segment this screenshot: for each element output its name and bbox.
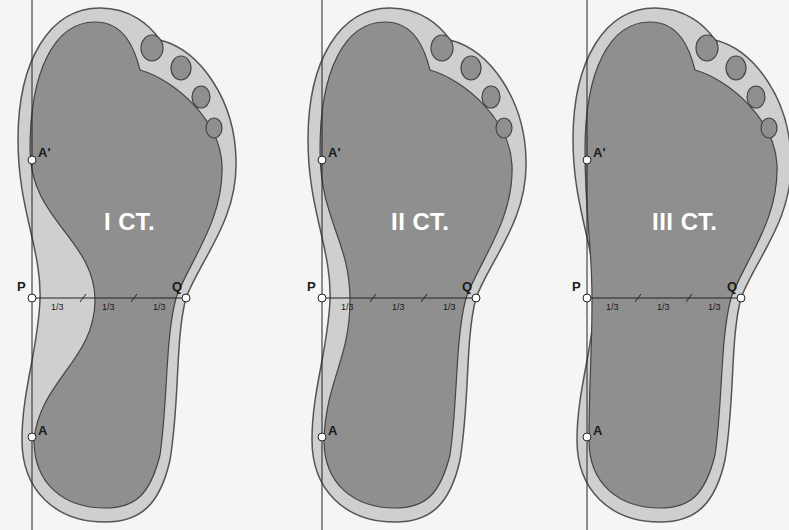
point-label: A: [593, 424, 602, 437]
point-label: A': [328, 146, 340, 159]
fraction-label: 1/3: [341, 303, 354, 312]
point-label: P: [17, 280, 26, 293]
point-label: A': [38, 146, 50, 159]
degree-label: III СТ.: [652, 208, 718, 236]
point-label: P: [572, 280, 581, 293]
degree-label: I СТ.: [104, 208, 155, 236]
point-label: Q: [172, 280, 182, 293]
fraction-label: 1/3: [708, 303, 721, 312]
fraction-label: 1/3: [153, 303, 166, 312]
point-label: P: [307, 280, 316, 293]
point-label: Q: [727, 280, 737, 293]
fraction-label: 1/3: [392, 303, 405, 312]
point-label: A': [593, 146, 605, 159]
point-label: A: [38, 424, 47, 437]
footprint-degree: I СТ.: [100, 206, 159, 238]
degree-label: II СТ.: [391, 208, 449, 236]
fraction-label: 1/3: [657, 303, 670, 312]
point-label: Q: [462, 280, 472, 293]
footprint-degree: III СТ.: [648, 206, 722, 238]
point-label: A: [328, 424, 337, 437]
fraction-label: 1/3: [51, 303, 64, 312]
fraction-label: 1/3: [102, 303, 115, 312]
fraction-label: 1/3: [606, 303, 619, 312]
fraction-label: 1/3: [443, 303, 456, 312]
footprint-degree: II СТ.: [387, 206, 453, 238]
